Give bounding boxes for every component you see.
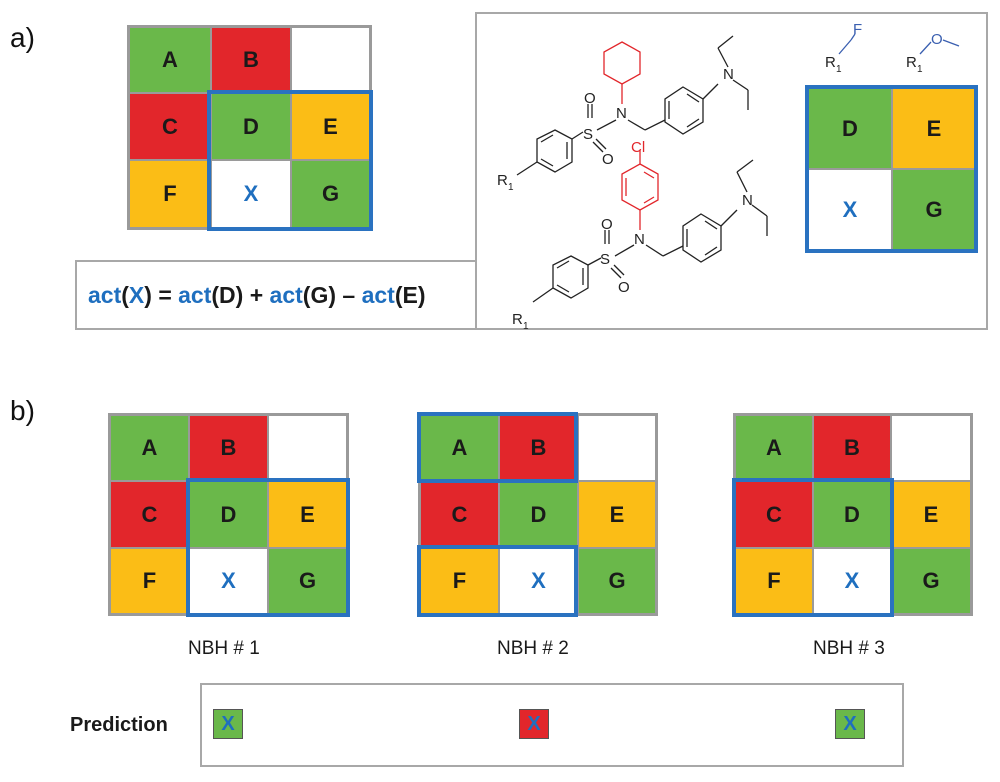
nbh2-cell-x: X — [499, 548, 578, 614]
prediction-label: Prediction — [70, 714, 168, 736]
atom-s-top: S — [583, 126, 593, 143]
nbh1-cell-e: E — [268, 481, 347, 548]
atom-o-bottom-1: O — [601, 216, 613, 233]
r1-sub-bottom: 1 — [523, 321, 529, 330]
mini-grid: D E X G — [808, 88, 976, 251]
nbh2-cell-g: G — [578, 548, 656, 614]
cell-b: B — [211, 27, 291, 93]
atom-o-methoxy: O — [931, 31, 943, 48]
cell-f: F — [129, 160, 211, 228]
nbh2-cell-e: E — [578, 481, 656, 548]
nbh3-highlight — [732, 478, 894, 617]
cell-empty — [291, 27, 370, 93]
nbh3-cell-empty — [891, 415, 971, 481]
nbh1-cell-x: X — [189, 548, 268, 614]
atom-o-top-2: O — [602, 151, 614, 168]
cell-a: A — [129, 27, 211, 93]
atom-n-amine-top: N — [723, 66, 734, 83]
atom-n-amine-bottom: N — [742, 192, 753, 209]
nbh3-cell-x: X — [813, 548, 891, 614]
r1-label-bottom: R — [512, 311, 523, 328]
nbh2-cell-empty — [578, 415, 656, 481]
r1-sub-top: 1 — [508, 182, 514, 193]
r1-sub-f: 1 — [836, 64, 842, 75]
nbh1-cell-c: C — [110, 481, 189, 548]
nbh1-cell-empty — [268, 415, 347, 481]
prediction-1: X — [213, 709, 243, 739]
panel-b-label: b) — [10, 395, 35, 426]
panel-a-label: a) — [10, 22, 35, 53]
formula-box: act(X) = act(D) + act(G) – act(E) — [75, 260, 477, 330]
nbh2-cell-f: F — [420, 548, 499, 614]
prediction-2: X — [519, 709, 549, 739]
nbh3-caption: NBH # 3 — [813, 638, 885, 659]
nbh2-highlight-top — [417, 412, 578, 483]
nbh2-cell-c: C — [420, 481, 499, 548]
mini-cell-g: G — [892, 169, 976, 251]
nbh1-cell-b: B — [189, 415, 268, 481]
mini-cell-d: D — [808, 88, 892, 169]
nbh3-cell-g: G — [891, 548, 971, 614]
atom-o-top-1: O — [584, 90, 596, 107]
nbh3-cell-b: B — [813, 415, 891, 481]
atom-n-top: N — [616, 105, 627, 122]
nbh1-cell-a: A — [110, 415, 189, 481]
matrix-grid-a: A B C D E F X G — [127, 25, 372, 230]
cell-c: C — [129, 93, 211, 160]
nbh3-grid: A B C D E F X G — [733, 413, 973, 616]
nbh2-caption: NBH # 2 — [497, 638, 569, 659]
cell-g: G — [291, 160, 370, 228]
atom-n-bottom: N — [634, 231, 645, 248]
chlorophenyl-ring — [621, 163, 659, 211]
aniline-ring-bottom — [682, 213, 722, 263]
r1-label-f: R — [825, 54, 836, 71]
cyclohexyl-ring — [603, 41, 641, 85]
nbh1-cell-f: F — [110, 548, 189, 614]
chemical-structures: N S O O N R 1 Cl N S O O N R 1 R 1 F R 1… — [497, 21, 960, 330]
mini-grid-highlight — [805, 85, 978, 253]
nbh1-caption: NBH # 1 — [188, 638, 260, 659]
r1-sub-o: 1 — [917, 64, 923, 75]
atom-f: F — [853, 21, 862, 38]
nbh3-cell-a: A — [735, 415, 813, 481]
nbh3-cell-c: C — [735, 481, 813, 548]
cell-e: E — [291, 93, 370, 160]
highlight-box-a — [207, 90, 373, 231]
prediction-box — [200, 683, 904, 767]
aniline-ring-top — [664, 86, 704, 135]
nbh2-cell-d: D — [499, 481, 578, 548]
nbh3-cell-e: E — [891, 481, 971, 548]
nbh2-grid: A B C D E F X G — [418, 413, 658, 616]
nbh1-highlight — [186, 478, 350, 617]
formula-text: act(X) = act(D) + act(G) – act(E) — [88, 282, 426, 308]
atom-cl: Cl — [631, 139, 645, 156]
cell-d: D — [211, 93, 291, 160]
prediction-3: X — [835, 709, 865, 739]
aryl-ring-bottom — [552, 255, 589, 299]
aryl-ring-top — [536, 129, 573, 173]
r1-label-o: R — [906, 54, 917, 71]
nbh2-highlight-bottom — [417, 545, 578, 617]
cell-x: X — [211, 160, 291, 228]
r1-label-top: R — [497, 172, 508, 189]
nbh2-cell-b: B — [499, 415, 578, 481]
atom-s-bottom: S — [600, 251, 610, 268]
atom-o-bottom-2: O — [618, 279, 630, 296]
